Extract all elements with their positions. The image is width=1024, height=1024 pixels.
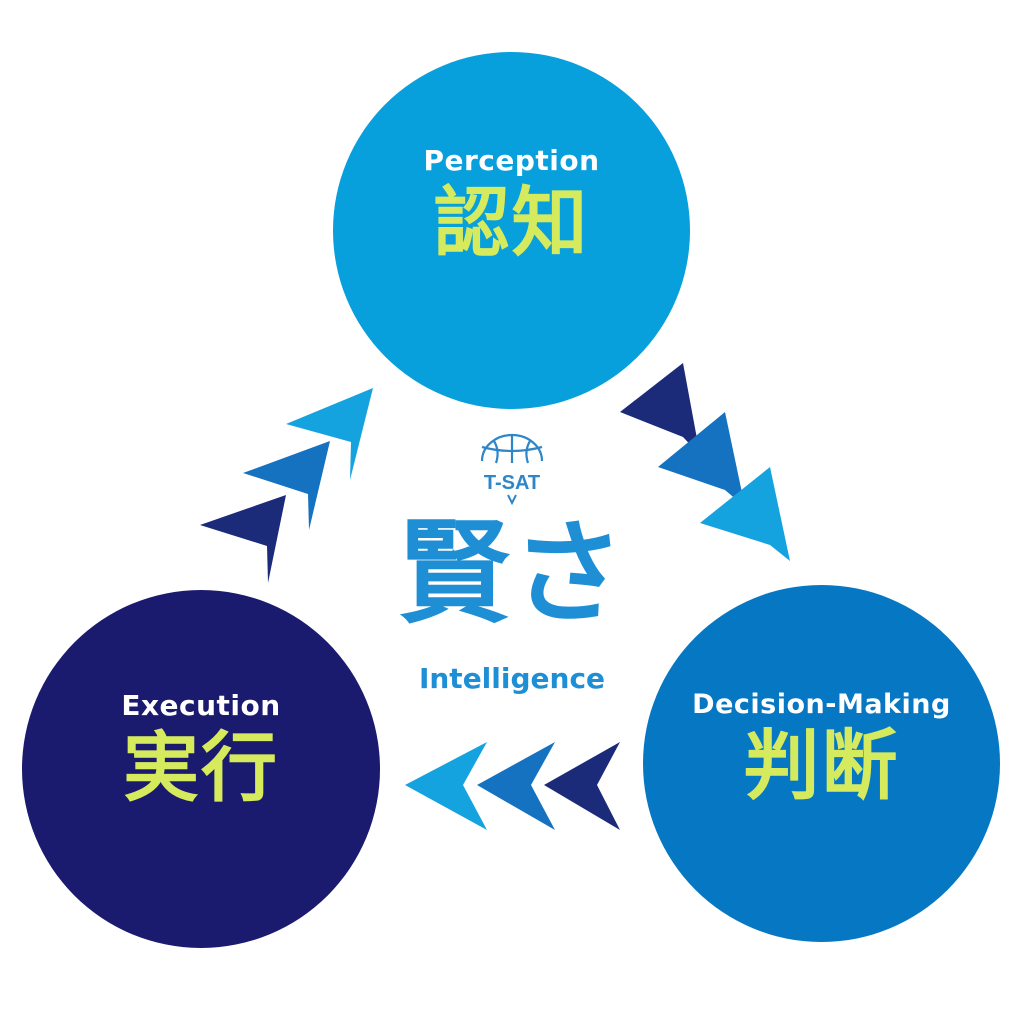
execution-japanese-label: 実行 xyxy=(123,722,279,812)
chevron-arrow-icon xyxy=(620,363,700,455)
chevron-arrow-icon xyxy=(477,742,555,830)
execution-english-label: Execution xyxy=(121,688,281,722)
chevron-arrow-icon xyxy=(405,742,487,830)
chevron-arrow-icon xyxy=(544,742,620,830)
center-title: 賢さ xyxy=(398,509,626,639)
center-subtitle: Intelligence xyxy=(418,662,606,695)
basketball-icon: T-SAT xyxy=(474,433,550,505)
arrow-group-perception-to-decision xyxy=(620,363,790,561)
perception-english-label: Perception xyxy=(423,144,600,178)
perception-japanese-label: 認知 xyxy=(433,178,590,268)
chevron-arrow-icon xyxy=(286,388,373,480)
chevron-arrow-icon xyxy=(243,441,330,530)
decision-english-label: Decision-Making xyxy=(692,689,951,721)
chevron-arrow-icon xyxy=(200,495,286,583)
execution-node: Execution 実行 xyxy=(22,590,380,948)
decision-node: Decision-Making 判断 xyxy=(643,585,1000,942)
perception-node: Perception 認知 xyxy=(333,52,690,409)
decision-japanese-label: 判断 xyxy=(743,721,900,811)
chevron-arrow-icon xyxy=(658,412,745,507)
arrow-group-execution-to-perception xyxy=(200,388,373,583)
logo-text: T-SAT xyxy=(484,472,540,494)
arrow-group-decision-to-execution xyxy=(405,742,620,830)
chevron-arrow-icon xyxy=(700,467,790,561)
